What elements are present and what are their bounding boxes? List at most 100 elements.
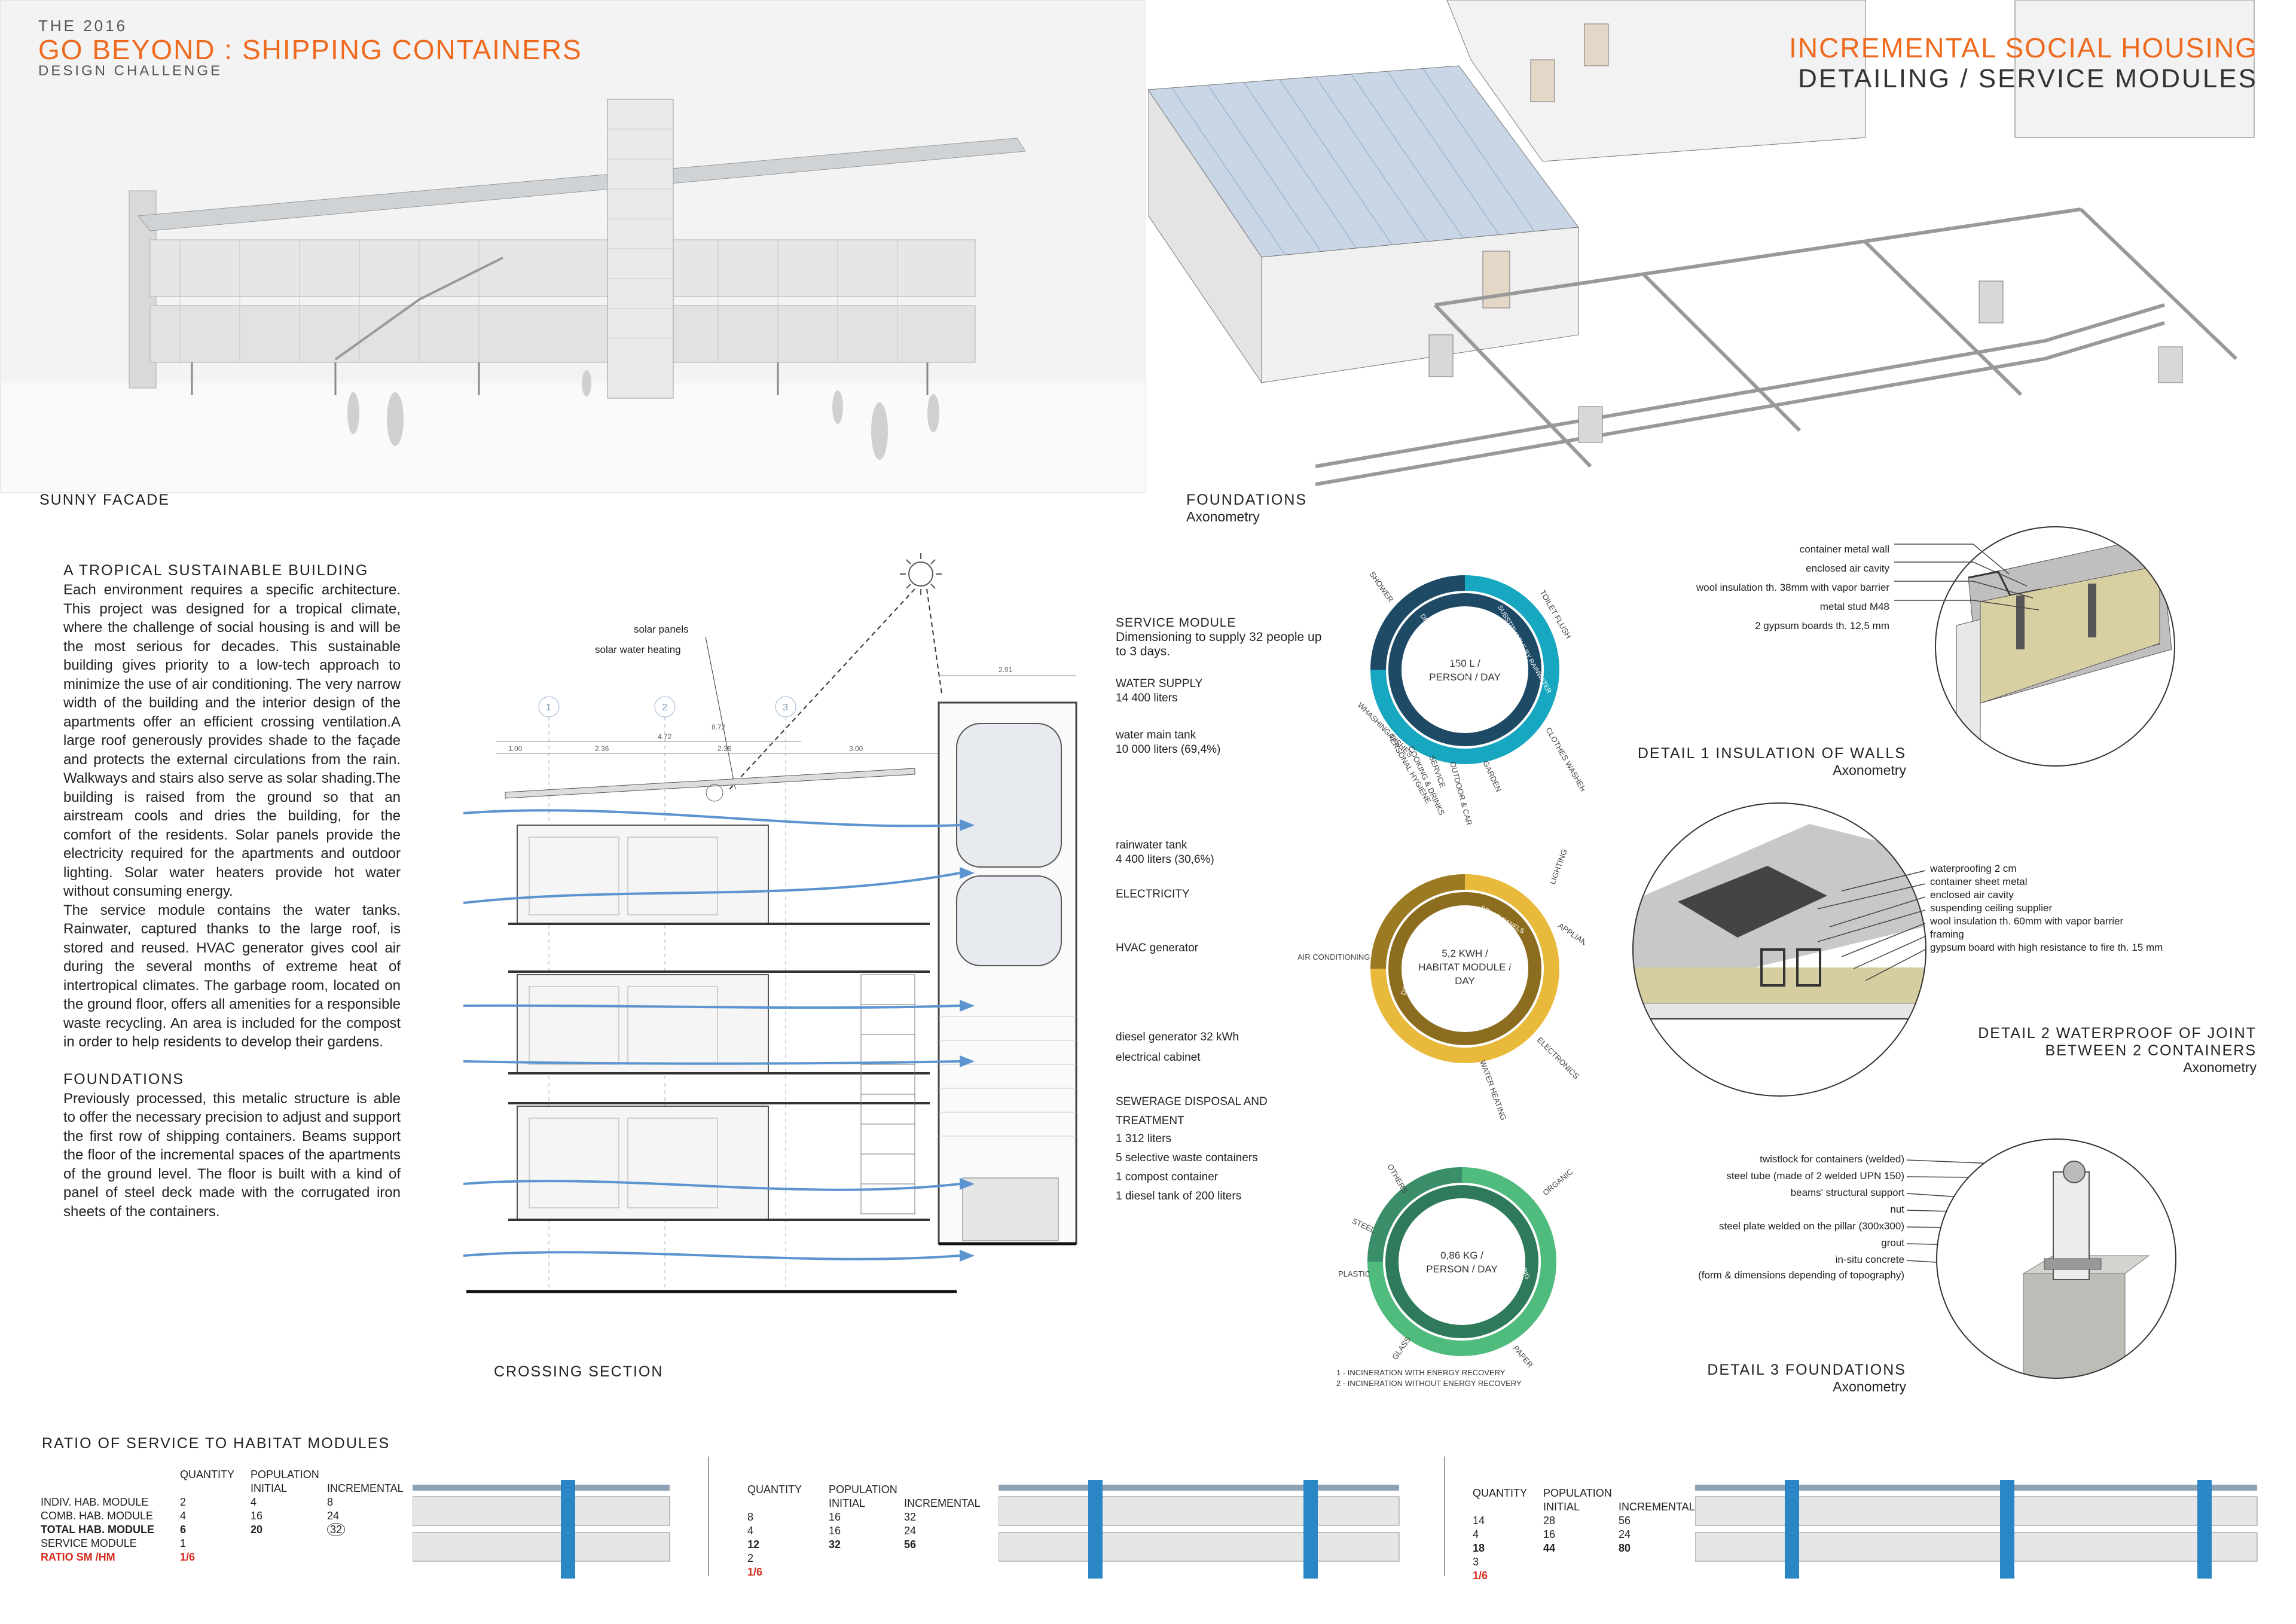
d3-label-2: beams' structural support [1790, 1187, 1904, 1198]
waste-donut-chart: 0,86 KG / PERSON / DAY ORGANIC PAPER GLA… [1336, 1162, 1574, 1388]
paragraph-service: The service module contains the water ta… [63, 902, 401, 1051]
service-desc: Dimensioning to supply 32 people up to 3… [1116, 630, 1322, 658]
ratio-table-1: QUANTITY POPULATION INITIAL INCREMENTAL … [41, 1468, 408, 1564]
ratio-elevation-1 [413, 1480, 670, 1579]
project-title-main: INCREMENTAL SOCIAL HOUSING [1789, 32, 2258, 63]
t1-row2-inc-wrap: 32 [327, 1523, 408, 1537]
ratio-elevation-3 [1695, 1480, 2258, 1579]
d3-label-7: (form & dimensions depending of topograp… [1698, 1269, 1904, 1281]
d2-label-5: framing [1930, 929, 1964, 940]
t3-row1-i: 16 [1543, 1528, 1556, 1540]
header-line2: GO BEYOND : SHIPPING CONTAINERS [38, 34, 582, 65]
detail3-drawing [1936, 1138, 2176, 1379]
waste-label-organic: ORGANIC [1541, 1167, 1574, 1197]
detail3-title: DETAIL 3 FOUNDATIONS [1707, 1362, 1906, 1378]
energy-donut-chart: 5,2 KWH / HABITAT MODULE / DAY LIGHTING … [1297, 848, 1602, 1121]
t2-row1-i: 16 [829, 1525, 841, 1537]
d3-label-0: twistlock for containers (welded) [1760, 1153, 1904, 1165]
water-center-1: 150 L / [1449, 658, 1480, 669]
dim-4: 2.36 [718, 744, 732, 753]
energy-label-electronics: ELECTRONICS [1535, 1036, 1581, 1081]
d3-label-5: grout [1881, 1237, 1904, 1248]
t1-row0-q: 2 [180, 1496, 187, 1508]
water-label-outdoor: OUTDOOR & CAR CLEANING [1448, 761, 1485, 825]
t3-row1-inc: 24 [1619, 1528, 1631, 1540]
rain-tank: rainwater tank [1116, 839, 1187, 851]
header-line1: THE 2016 [38, 17, 128, 35]
t3-row0-q: 14 [1473, 1515, 1485, 1527]
t1-row2-i: 20 [251, 1524, 263, 1536]
water-center-2: PERSON / DAY [1429, 671, 1501, 683]
paragraph-foundations: Previously processed, this metalic struc… [63, 1090, 401, 1220]
dim-6: 3.00 [849, 744, 863, 753]
detail3-caption: DETAIL 3 FOUNDATIONS Axonometry [1555, 1362, 1906, 1395]
d1-label-0: container metal wall [1799, 544, 1889, 555]
t2-row4-q: 1/6 [747, 1566, 763, 1578]
detail1-drawing [1935, 526, 2175, 767]
t2-row2-q: 12 [747, 1538, 760, 1550]
detail2-drawing [1632, 802, 1926, 1097]
t1-row3-q: 1 [180, 1537, 187, 1549]
sunny-facade-caption: SUNNY FACADE [39, 492, 170, 508]
d1-label-1: enclosed air cavity [1806, 563, 1889, 574]
energy-center-2: HABITAT MODULE / [1418, 961, 1512, 973]
t2-row1-q: 4 [747, 1525, 754, 1537]
airflow-arrows [463, 809, 960, 1260]
t2-row1-inc: 24 [904, 1525, 917, 1537]
d3-label-3: nut [1890, 1204, 1904, 1215]
water-label-shower: SHOWER [1368, 570, 1396, 604]
heading-tropical: A TROPICAL SUSTAINABLE BUILDING [63, 562, 369, 579]
t2-row0-inc: 32 [904, 1511, 917, 1523]
t2-h-population: POPULATION [829, 1483, 897, 1495]
service-module-info: SERVICE MODULE Dimensioning to supply 32… [1116, 616, 1331, 1204]
building-render-illustration [1, 1, 1145, 492]
crossing-section-drawing: solar panels solar water heating 1 2 3 1… [463, 553, 1077, 1293]
d1-label-4: 2 gypsum boards th. 12,5 mm [1755, 620, 1889, 631]
water-ring-2: DRINKING WATER NON SUBSTITUABLE [1419, 613, 1496, 719]
sewer-1: 1 312 liters [1116, 1132, 1171, 1145]
t3-row2-i: 44 [1543, 1542, 1556, 1554]
ratio-title: RATIO OF SERVICE TO HABITAT MODULES [42, 1435, 390, 1452]
waste-label-paper: PAPER [1512, 1344, 1535, 1369]
project-title-sub: DETAILING / SERVICE MODULES [1798, 64, 2258, 93]
energy-center-1: 5,2 KWH / [1442, 948, 1488, 959]
t1-row2-label: TOTAL HAB. MODULE [41, 1524, 154, 1536]
crossing-section: solar panels solar water heating 1 2 3 1… [442, 550, 1100, 1304]
energy-donut: 5,2 KWH / HABITAT MODULE / DAY LIGHTING … [1286, 831, 1602, 1130]
t3-h-quantity: QUANTITY [1473, 1487, 1528, 1499]
detail3-circle [1934, 1136, 2179, 1381]
t2-h-incremental: INCREMENTAL [904, 1497, 981, 1509]
project-title: INCREMENTAL SOCIAL HOUSING DETAILING / S… [1789, 32, 2258, 94]
t1-row1-q: 4 [180, 1510, 187, 1522]
t2-row0-q: 8 [747, 1511, 754, 1523]
header-line3: DESIGN CHALLENGE [38, 63, 223, 79]
waste-note-1: 1 - INCINERATION WITH ENERGY RECOVERY [1336, 1368, 1506, 1377]
detail2-title-2: BETWEEN 2 CONTAINERS [2045, 1042, 2257, 1059]
t1-h-population: POPULATION [251, 1469, 319, 1480]
d2-label-1: container sheet metal [1930, 876, 2028, 887]
waste-donut: 0,86 KG / PERSON / DAY ORGANIC PAPER GLA… [1315, 1142, 1596, 1393]
detail3-labels: twistlock for containers (welded) steel … [1614, 1153, 1904, 1282]
sewer-2: 5 selective waste containers [1116, 1152, 1258, 1164]
t2-h-quantity: QUANTITY [747, 1483, 802, 1495]
d2-label-3: suspending ceiling supplier [1930, 902, 2053, 914]
dim-2: 2.36 [595, 744, 609, 753]
ratio-elevation-2 [999, 1480, 1400, 1579]
main-tank: water main tank [1116, 729, 1196, 741]
t3-h-initial: INITIAL [1543, 1501, 1580, 1513]
foundations-caption-sub: Axonometry [1186, 509, 1260, 524]
main-tank-value: 10 000 liters (69,4%) [1116, 743, 1221, 756]
d1-label-3: metal stud M48 [1819, 601, 1889, 612]
label-solar-panels: solar panels [634, 624, 689, 635]
detail2-title-1: DETAIL 2 WATERPROOF OF JOINT [1978, 1025, 2257, 1042]
t1-row0-label: INDIV. HAB. MODULE [41, 1496, 149, 1508]
t2-row3-q: 2 [747, 1552, 754, 1564]
t1-h-initial: INITIAL [251, 1482, 288, 1494]
water-supply-value: 14 400 liters [1116, 692, 1178, 704]
t2-h-initial: INITIAL [829, 1497, 866, 1509]
detail2-sub: Axonometry [2183, 1060, 2257, 1075]
energy-label-appliances: APPLIANCES [1556, 921, 1584, 956]
t2-row2-i: 32 [829, 1538, 841, 1550]
detail1-leaders [1894, 544, 2039, 610]
energy-label-ac: AIR CONDITIONING [1297, 953, 1370, 961]
